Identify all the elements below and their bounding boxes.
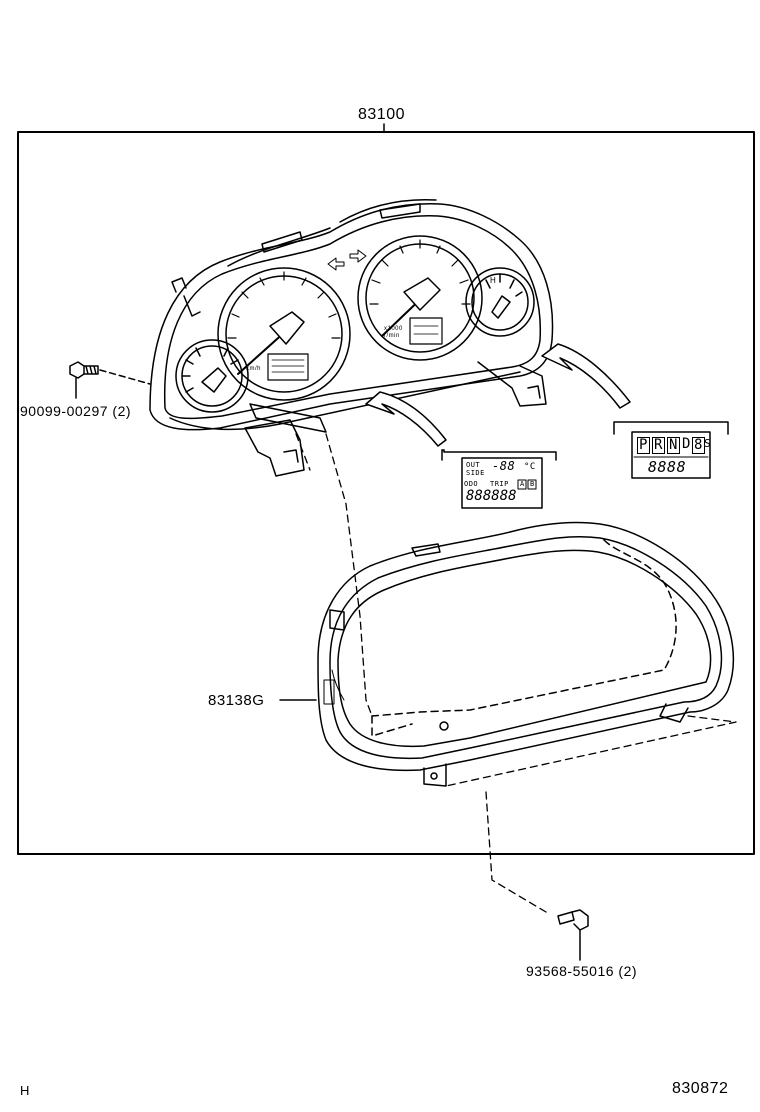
shift-d: D: [682, 436, 691, 452]
detail-shift: [613, 421, 729, 479]
odo-out-label: OUT: [466, 461, 481, 469]
screw-bottom: [557, 909, 589, 961]
shift-s: S: [704, 437, 712, 450]
assembly-part-number: 83100: [358, 106, 405, 123]
odo-box-b: B: [530, 480, 535, 488]
figure-number: 830872: [672, 1080, 729, 1097]
shift-n: N: [667, 437, 680, 454]
screw-left-part-number: 90099-00297 (2): [20, 403, 132, 419]
temp-mark: H: [490, 276, 497, 285]
odo-box-a: A: [520, 480, 525, 488]
screw-bottom-part-number: 93568-55016 (2): [526, 963, 638, 979]
corner-mark: H: [20, 1083, 30, 1098]
glass-part-number: 83138G: [208, 692, 265, 709]
shift-digits: 8888: [648, 458, 687, 476]
shift-p: P: [637, 437, 650, 454]
screw-left-dash: [99, 369, 151, 385]
odo-trip-label: TRIP: [490, 480, 509, 488]
screw-left: [69, 361, 99, 399]
callout-arrow-shift: [541, 343, 631, 409]
combination-meter: [149, 198, 554, 477]
odo-odo-label: ODO: [464, 480, 479, 488]
tacho-unit: x1000 r/min: [384, 326, 403, 339]
combination-meter-glass: [317, 521, 735, 787]
detail-odometer: [441, 449, 557, 509]
speed-unit: km/h: [246, 366, 262, 372]
shift-num: 8: [692, 437, 705, 454]
callout-arrow-odometer: [365, 391, 447, 447]
odo-side-label: SIDE: [466, 469, 485, 477]
odo-temp-unit: °C: [524, 462, 536, 472]
assembly-frame: [17, 131, 755, 855]
odo-digits: 888888: [466, 488, 517, 504]
assembly-dash-lines: [295, 433, 737, 913]
shift-r: R: [652, 437, 665, 454]
odo-temp-digits: -88: [492, 459, 516, 473]
